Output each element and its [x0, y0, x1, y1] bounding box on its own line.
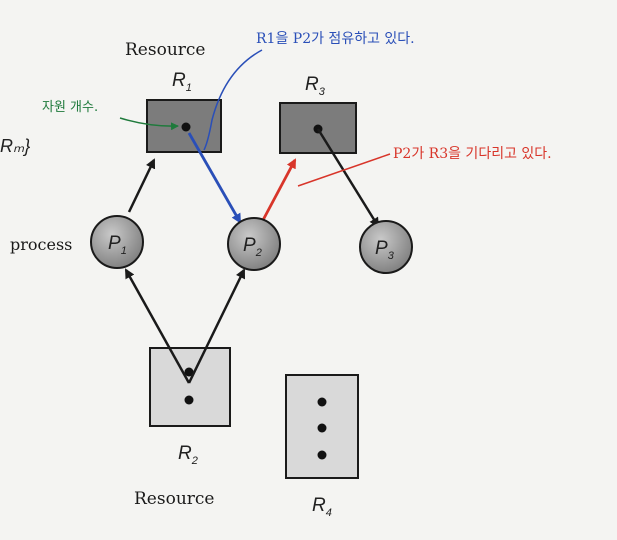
process-p3: P3 — [359, 220, 413, 274]
edge-r3-p3 — [316, 128, 380, 228]
annotation-blue-note: R1을 P2가 점유하고 있다. — [256, 31, 415, 47]
annotation-instance-count: 자원 개수. — [42, 100, 98, 115]
process-p3-letter: P — [375, 238, 388, 259]
process-p1-sub: 1 — [121, 245, 127, 257]
edge-r1-p2-assignment — [187, 132, 242, 224]
annotation-instance-count-pointer — [119, 117, 179, 131]
edge-p1-r1 — [127, 158, 156, 213]
label-r3: R3 — [305, 74, 326, 98]
annotation-red-note: P2가 R3을 기다리고 있다. — [393, 146, 552, 162]
process-p3-sub: 3 — [388, 250, 395, 262]
svg-text:P1: P1 — [108, 233, 127, 257]
label-r2: R2 — [178, 443, 198, 467]
process-p2-sub: 2 — [255, 247, 262, 259]
annotation-blue-pointer — [203, 49, 263, 151]
process-p2: P2 — [227, 217, 281, 271]
process-p2-letter: P — [243, 235, 256, 256]
svg-text:P3: P3 — [375, 238, 395, 262]
svg-text:P2: P2 — [243, 235, 262, 259]
process-p1-letter: P — [108, 233, 121, 254]
resource-r4 — [285, 374, 359, 479]
edge-p2-r3-request — [260, 158, 297, 223]
annotation-red-pointer — [297, 153, 391, 187]
edge-r2-p2 — [187, 268, 246, 384]
annotation-resource-bottom: Resource — [134, 489, 214, 509]
left-edge-fragment: Rₘ} — [0, 136, 30, 156]
label-r1: R1 — [172, 70, 192, 94]
annotation-resource-top: Resource — [125, 40, 205, 60]
resource-r2 — [149, 347, 231, 427]
label-r4: R4 — [312, 495, 332, 519]
process-p1: P1 — [90, 215, 144, 269]
edge-r2-p1 — [124, 268, 191, 384]
resource-r3 — [279, 102, 357, 154]
annotation-process: process — [10, 235, 72, 254]
